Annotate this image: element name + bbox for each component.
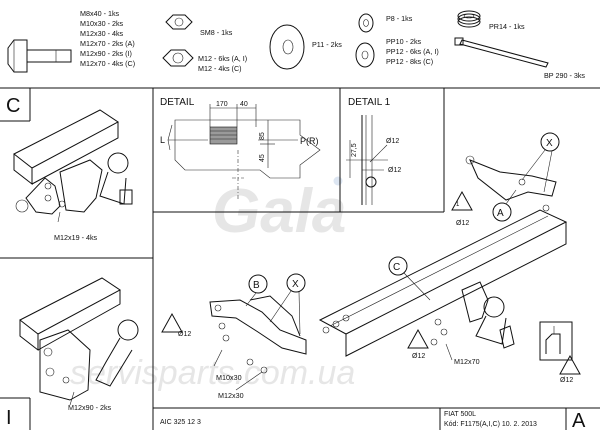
tie-bp290-label: BP 290 - 3ks [544, 71, 585, 80]
drawing-code: AIC 325 12 3 [160, 419, 201, 426]
panel-c-letter: C [6, 95, 20, 117]
nut-sm8-label: SM8 - 1ks [200, 28, 233, 37]
bolt-icon [7, 39, 72, 73]
detail-1-phi12-a: Ø12 [386, 138, 399, 145]
callout-x-left [286, 273, 306, 293]
callout-x-left-label: X [292, 279, 299, 290]
callout-b [248, 274, 268, 294]
callout-x-right [540, 132, 560, 152]
panel-c: C M12x19 - 4ks [0, 88, 133, 242]
crossbar-top [318, 209, 568, 335]
title-block: AIC 325 12 3 FIAT 500L Kód: F1175(A,I,C)… [160, 410, 586, 430]
sheet-letter-a: A [572, 410, 586, 430]
detail-1-phi12-b: Ø12 [388, 167, 401, 174]
label-right: P(R) [300, 136, 319, 146]
sheet-frame [0, 87, 600, 430]
cable-tie-icon [454, 37, 549, 68]
bolt-m10x30-label: M10x30 [216, 373, 242, 382]
hex-nut-icon [162, 14, 194, 67]
main-assembly-annotations: Ø12 C Ø12 M12x70 [161, 220, 581, 400]
detail-1-box: DETAIL 1 27,5 Ø12 Ø12 [346, 97, 401, 205]
callout-b-label: B [253, 280, 260, 291]
tow-ball [430, 281, 515, 349]
drill-hint: Ø12 [539, 321, 581, 384]
callout-a-label: A [497, 208, 504, 219]
vehicle-model: FIAT 500L [444, 411, 476, 418]
phi12-bottom-label: Ø12 [560, 377, 573, 384]
left-side-bracket [209, 295, 350, 355]
site-watermark: servisparts.com.ua [70, 354, 355, 392]
callout-x-right-label: X [546, 138, 553, 149]
phi12-left-label: Ø12 [178, 331, 191, 338]
detail-box: DETAIL 170 40 85 45 L P(R) [160, 97, 321, 200]
main-assembly: X A 1 [318, 132, 568, 357]
callout-c-label: C [393, 262, 400, 273]
callout-a [492, 202, 512, 222]
washer-small-labels: P8 - 1ks PP10 - 2ks PP12 - 6ks (A, I) PP… [386, 14, 441, 66]
dim-27-5: 27,5 [351, 143, 358, 157]
panel-i-bolt-label: M12x90 - 2ks [68, 403, 112, 412]
washer-p11-label: P11 - 2ks [312, 40, 342, 49]
cutout-hatch [209, 126, 238, 145]
phi12-mid-label: Ø12 [412, 353, 425, 360]
panel-c-bolt-label: M12x19 - 4ks [54, 233, 98, 242]
kod-date: Kód: F1175(A,I,C) 10. 2. 2013 [444, 421, 537, 428]
bolt-m12x30-label: M12x30 [218, 391, 244, 400]
gala-logo-dot [333, 176, 343, 186]
gala-watermark: Gala [212, 176, 346, 246]
panel-i: M12x90 - 2ks I [0, 277, 139, 430]
spring-washer-icon [457, 10, 481, 28]
detail-title: DETAIL [160, 97, 195, 108]
detail-1-title: DETAIL 1 [348, 97, 391, 108]
parts-list: M8x40 - 1ks M10x30 - 2ks M12x30 - 4ks M1… [7, 9, 585, 80]
panel-i-letter: I [6, 407, 12, 429]
large-washer-icon [269, 24, 305, 70]
small-washer-icon [355, 13, 375, 68]
dim-45: 45 [259, 154, 266, 162]
crossbar-front [345, 222, 567, 357]
callout-c [388, 256, 408, 276]
detail-ref-right: 1 [456, 202, 460, 208]
dim-85: 85 [259, 132, 266, 140]
right-side-bracket [469, 159, 557, 201]
spring-pr14-label: PR14 - 1ks [489, 22, 525, 31]
bolt-m12x70-label: M12x70 [454, 357, 480, 366]
dim-40: 40 [240, 101, 248, 108]
nut-m12-label: M12 - 6ks (A, I) M12 - 4ks (C) [198, 54, 249, 73]
dim-170: 170 [216, 101, 228, 108]
bolt-list: M8x40 - 1ks M10x30 - 2ks M12x30 - 4ks M1… [80, 9, 137, 68]
label-left: L [160, 135, 165, 145]
phi12-right-label: Ø12 [456, 220, 469, 227]
